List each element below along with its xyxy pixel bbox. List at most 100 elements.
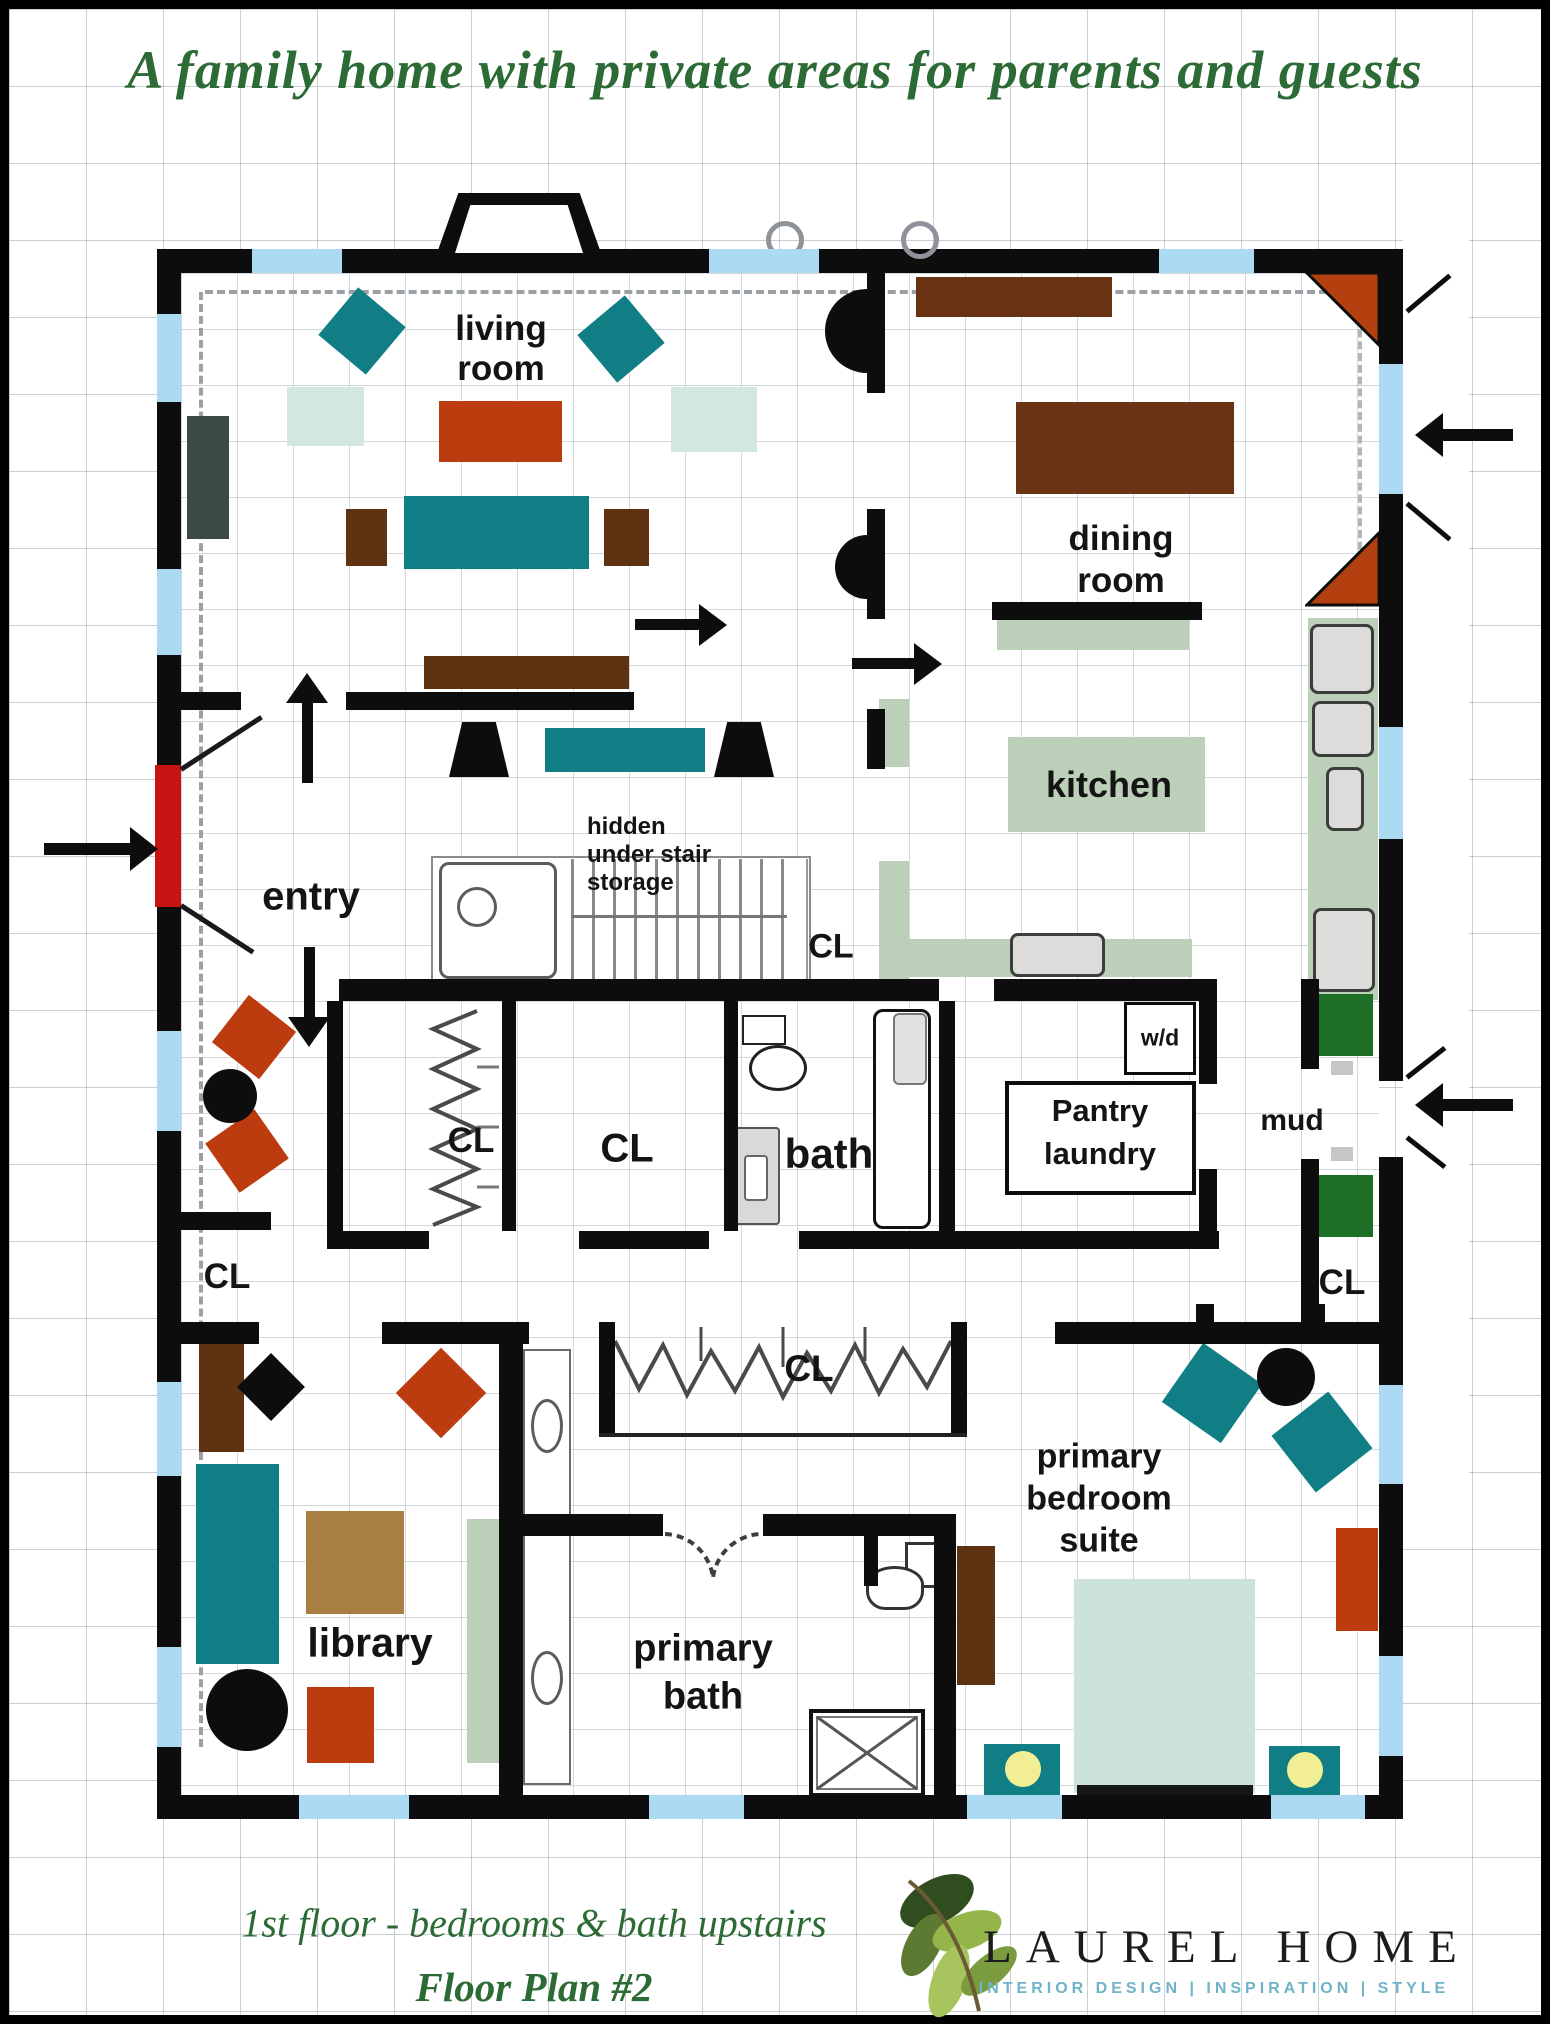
living-room-label-1: living xyxy=(455,309,547,348)
dishwasher xyxy=(1326,767,1364,831)
bedroom-dresser xyxy=(957,1546,995,1685)
laurel-leaves-icon xyxy=(900,1873,1017,2018)
logo-tagline: INTERIOR DESIGN | INSPIRATION | STYLE xyxy=(978,1980,1450,1997)
closet2-label: CL xyxy=(600,1126,654,1171)
wall-band-bottom-a xyxy=(327,1231,429,1249)
nightstand-lamp-left xyxy=(1005,1751,1041,1787)
footer-plan-number: Floor Plan #2 xyxy=(415,1964,653,2010)
primary-bedroom-label-1: primary xyxy=(1036,1437,1162,1476)
wall-closet1-closet2 xyxy=(502,1001,516,1231)
storage-label-3: storage xyxy=(587,869,674,896)
wall-mud-left-b xyxy=(1301,1159,1319,1249)
wall-kitchen-bottom xyxy=(994,979,1209,1001)
bath-toilet-tank xyxy=(742,1015,786,1045)
dining-room-label-2: room xyxy=(1077,561,1165,600)
primary-bath-label-2: bath xyxy=(662,1675,744,1718)
wall-pantry-right-b xyxy=(1199,1169,1217,1249)
window-left-5 xyxy=(157,1647,181,1747)
mud-door-mark-2 xyxy=(1331,1147,1353,1161)
wall-stair-bottom xyxy=(339,979,939,1001)
library-table xyxy=(306,1511,404,1614)
closet-right-label: CL xyxy=(1318,1263,1366,1302)
wall-living-dining-c xyxy=(867,709,885,769)
pantry-box xyxy=(1005,1081,1196,1195)
entry-round-table xyxy=(203,1069,257,1123)
closet3-bottom-line xyxy=(599,1433,967,1437)
living-side-table-left xyxy=(346,509,387,566)
wall-living-dining-a xyxy=(867,273,885,393)
wall-entry-stub xyxy=(181,692,241,710)
overhang-dash-top xyxy=(205,290,1363,294)
storage-label-2: under stair xyxy=(587,841,712,868)
bed xyxy=(1074,1579,1255,1793)
mud-door-mark-1 xyxy=(1331,1061,1353,1075)
sofa-console xyxy=(424,656,629,689)
window-left-2 xyxy=(157,569,181,655)
wall-closet3-right xyxy=(951,1322,967,1437)
kitchen-island xyxy=(1008,737,1205,832)
window-right-1 xyxy=(1379,364,1403,494)
nightstand-lamp-right xyxy=(1287,1752,1323,1788)
wall-library-top-a xyxy=(157,1322,259,1344)
stair-treads xyxy=(571,859,787,983)
wall-living-dining-b xyxy=(867,509,885,619)
living-piano xyxy=(187,416,229,539)
library-round-table xyxy=(206,1669,288,1751)
wall-primarybath-left xyxy=(499,1322,523,1795)
wall-bath-right xyxy=(939,1001,955,1231)
bath-label: bath xyxy=(784,1130,874,1177)
wall-primarybath-right xyxy=(934,1514,956,1795)
mud-bench-top xyxy=(1311,994,1373,1056)
window-left-3 xyxy=(157,1031,181,1131)
bath-toilet-bowl xyxy=(749,1045,807,1091)
hall-console xyxy=(545,728,705,772)
wall-pantry-right-a xyxy=(1199,979,1217,1084)
library-label: library xyxy=(307,1619,433,1666)
wall-closet3-left xyxy=(599,1322,615,1437)
window-right-2 xyxy=(1379,727,1403,839)
mud-bench-bottom xyxy=(1311,1175,1373,1237)
hall-cabinet-lower xyxy=(879,861,909,983)
front-door xyxy=(155,765,181,907)
closet3-label: CL xyxy=(784,1348,834,1389)
chimney-bay-inner xyxy=(455,205,583,253)
range xyxy=(1313,908,1375,992)
wall-primarybath-top-a xyxy=(499,1514,663,1536)
closet-left-label: CL xyxy=(203,1257,251,1296)
wall-closet-right xyxy=(1301,1249,1319,1322)
bath-tub-shelf xyxy=(893,1013,927,1085)
wall-corridor-closet xyxy=(327,1001,343,1231)
window-left-1 xyxy=(157,314,181,402)
wall-dining-kitchen xyxy=(992,602,1202,620)
window-bottom-2 xyxy=(649,1795,744,1819)
window-bottom-4 xyxy=(1271,1795,1365,1819)
top-wall-vent-2 xyxy=(901,221,939,259)
dining-table xyxy=(1016,402,1234,494)
right-margin-strip xyxy=(1403,187,1469,1479)
wall-library-top-b xyxy=(382,1322,529,1344)
wall-band-bottom-b xyxy=(579,1231,709,1249)
living-side-table-right xyxy=(604,509,649,566)
page-title: A family home with private areas for par… xyxy=(127,40,1423,100)
window-top-2 xyxy=(709,249,819,273)
bedroom-side-table xyxy=(1257,1348,1315,1406)
living-ottoman-left xyxy=(287,387,364,446)
window-right-3 xyxy=(1379,1385,1403,1484)
primary-vanity-sink-2 xyxy=(531,1651,563,1705)
stair-closet-label: CL xyxy=(808,927,854,966)
wall-closet2-bath xyxy=(724,1001,738,1231)
wall-bedroom-stub-2 xyxy=(1307,1304,1325,1322)
oven xyxy=(1312,701,1374,757)
washer-dryer-box xyxy=(1124,1002,1196,1075)
kitchen-sink xyxy=(1010,933,1105,977)
primary-bath-label-1: primary xyxy=(633,1627,773,1670)
entry-label: entry xyxy=(262,874,360,919)
overhang-dash-left xyxy=(199,292,203,1747)
overhang-dash-right xyxy=(1358,294,1362,597)
primary-bath-door-arc xyxy=(664,1532,762,1579)
stair-rail xyxy=(571,915,787,918)
window-left-4 xyxy=(157,1382,181,1476)
logo-brand: LAUREL HOME xyxy=(983,1921,1471,1973)
bed-headboard xyxy=(1077,1785,1253,1795)
